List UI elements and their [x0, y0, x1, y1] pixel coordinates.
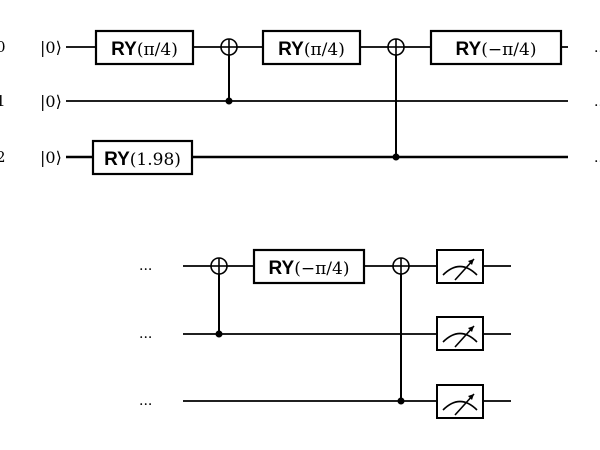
qubit-label-1: 1	[0, 92, 6, 110]
meter-icon	[442, 393, 478, 416]
gate-param: (−π/4)	[294, 259, 349, 279]
ry-gate: RY(1.98)	[91, 139, 194, 176]
gate-name: RY	[269, 258, 295, 279]
continuation-dots: ...	[594, 94, 600, 110]
gate-param: (π/4)	[137, 40, 178, 60]
gate-name: RY	[104, 149, 130, 170]
cnot-gate	[387, 38, 405, 161]
gate-param: (π/4)	[304, 40, 345, 60]
ry-gate: RY(−π/4)	[252, 248, 366, 285]
initial-state-q2: |0⟩	[40, 148, 62, 167]
ry-gate: RY(−π/4)	[429, 29, 563, 66]
svg-text:RY(π/4): RY(π/4)	[111, 39, 178, 60]
continuation-dots: ...	[594, 150, 600, 166]
ry-gate: RY(π/4)	[94, 29, 195, 66]
measurement-gate	[436, 249, 484, 284]
continuation-dots: ...	[594, 40, 600, 56]
cnot-control-dot	[392, 153, 400, 161]
svg-text:RY(−π/4): RY(−π/4)	[269, 258, 350, 279]
meter-icon	[442, 258, 478, 281]
cnot-control-dot	[215, 330, 223, 338]
continuation-dots: ...	[139, 258, 152, 274]
cnot-gate	[220, 38, 238, 105]
ry-gate: RY(π/4)	[261, 29, 362, 66]
continuation-dots: ...	[139, 326, 152, 342]
gate-name: RY	[278, 39, 304, 60]
svg-text:RY(−π/4): RY(−π/4)	[456, 39, 537, 60]
cnot-control-dot	[225, 97, 233, 105]
cnot-gate	[210, 257, 228, 338]
svg-text:RY(π/4): RY(π/4)	[278, 39, 345, 60]
qubit-label-2: 2	[0, 148, 6, 166]
circuit-part-1: 0 1 2 |0⟩ |0⟩ |0⟩ RY(π/4) RY(1.98)	[0, 29, 600, 176]
circuit-part-2: ... ... ... RY(−π/4)	[139, 248, 511, 419]
cnot-control-dot	[397, 397, 405, 405]
gate-param: (−π/4)	[481, 40, 536, 60]
meter-icon	[442, 325, 478, 348]
qubit-label-0: 0	[0, 38, 6, 56]
gate-param: (1.98)	[130, 150, 181, 170]
initial-state-q1: |0⟩	[40, 92, 62, 111]
gate-name: RY	[456, 39, 482, 60]
svg-text:RY(1.98): RY(1.98)	[104, 149, 181, 170]
continuation-dots: ...	[139, 393, 152, 409]
initial-state-q0: |0⟩	[40, 38, 62, 57]
measurement-gate	[436, 316, 484, 351]
gate-name: RY	[111, 39, 137, 60]
measurement-gate	[436, 384, 484, 419]
cnot-gate	[392, 257, 410, 405]
